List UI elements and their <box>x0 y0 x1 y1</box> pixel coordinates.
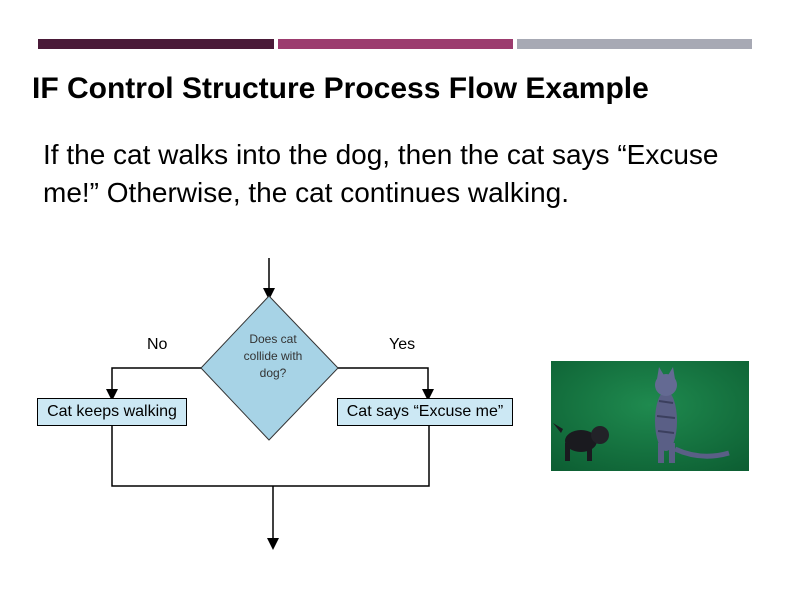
accent-bar-magenta <box>278 39 513 49</box>
yes-branch-line <box>338 367 434 401</box>
no-label: No <box>147 336 168 353</box>
decision-text: Does cat collide with dog? <box>243 332 303 380</box>
cat-and-dog-image <box>551 361 749 471</box>
yes-action-box: Cat says “Excuse me” <box>337 398 513 426</box>
slide-body-text: If the cat walks into the dog, then the … <box>43 139 719 208</box>
merge-line <box>111 424 430 487</box>
accent-bar-dark <box>38 39 274 49</box>
no-branch-line <box>106 367 201 401</box>
slide-title: IF Control Structure Process Flow Exampl… <box>32 72 649 105</box>
no-action-box: Cat keeps walking <box>37 398 187 426</box>
cat-icon <box>655 367 730 463</box>
decision-diamond <box>200 295 339 441</box>
dog-icon <box>553 423 609 461</box>
accent-bar-gray <box>517 39 752 49</box>
yes-label: Yes <box>389 336 416 353</box>
